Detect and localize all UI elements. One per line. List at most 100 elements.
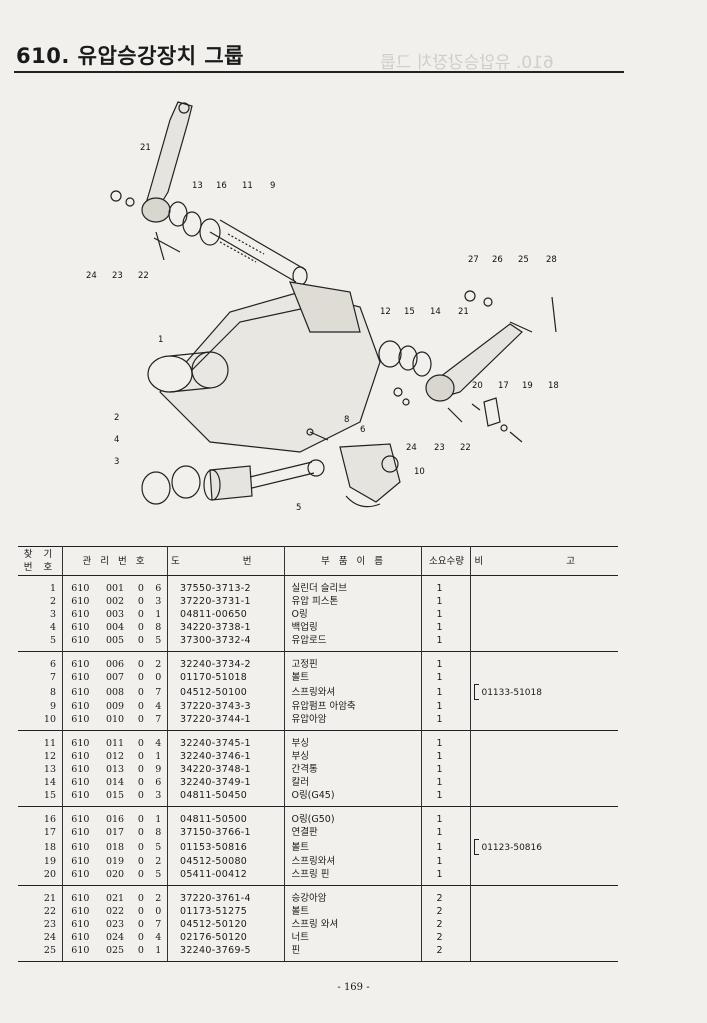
group-top-gap: [18, 885, 618, 892]
mgmt-c: 0: [137, 701, 144, 712]
svg-text:1: 1: [158, 335, 163, 345]
find-no: 7: [18, 671, 63, 684]
mgmt-a: 610: [71, 583, 90, 594]
svg-text:13: 13: [192, 181, 203, 191]
remarks-cell: [471, 737, 618, 750]
drawing-no: 34220-3738-1: [167, 621, 286, 634]
mgmt-b: 001: [105, 583, 125, 594]
remarks-cell: [471, 595, 618, 608]
parts-list-table: 찾 기 번 호 관 리 번 호 도 번 부 품 이 름 소요수량 비 고 1 61…: [18, 546, 618, 962]
svg-text:4: 4: [114, 435, 119, 445]
svg-text:24: 24: [86, 271, 97, 281]
mgmt-c: 0: [137, 945, 144, 956]
remarks-cell: [471, 776, 618, 789]
mgmt-c: 0: [137, 686, 144, 698]
mgmt-c: 0: [137, 596, 144, 607]
nut-27: [464, 290, 476, 302]
drawing-no: 04811-50500: [167, 813, 286, 826]
remarks-cell: [471, 634, 618, 647]
mgmt-d: 1: [149, 944, 168, 957]
mgmt-b: 006: [105, 659, 125, 670]
find-no: 3: [18, 608, 63, 621]
remark-text: 01133-51018: [481, 687, 542, 698]
remarks-cell: [471, 671, 618, 684]
mgmt-c: 0: [137, 841, 144, 853]
washer-23: [125, 197, 135, 207]
cylinder-sleeve-1: [147, 355, 193, 393]
drawing-no: 01173-51275: [167, 905, 286, 918]
group-separator: [18, 957, 618, 962]
mgmt-c: 0: [137, 622, 144, 633]
svg-text:24: 24: [406, 443, 417, 453]
mgmt-d: 2: [149, 892, 168, 905]
part-name: 볼트: [284, 839, 423, 855]
group-top-gap: [18, 651, 618, 658]
remarks-cell: [471, 789, 618, 802]
quantity: 1: [421, 826, 472, 839]
title-rule: [14, 71, 624, 73]
mgmt-b: 017: [105, 827, 125, 838]
piston-2: [209, 465, 253, 501]
remark-bracket: [474, 684, 480, 700]
mgmt-d: 5: [149, 868, 168, 881]
drawing-no: 32240-3745-1: [167, 737, 286, 750]
nut-24: [110, 190, 122, 202]
svg-text:23: 23: [434, 443, 445, 453]
o-ring-15: [398, 345, 418, 371]
remarks-cell: [471, 826, 618, 839]
svg-text:5: 5: [296, 503, 301, 513]
drawing-no: 37220-3744-1: [167, 713, 286, 726]
part-name: 부싱: [284, 737, 423, 750]
mgmt-c: 0: [137, 814, 144, 825]
mgmt-b: 021: [105, 893, 125, 904]
part-name: 볼트: [284, 905, 423, 918]
quantity: 1: [421, 582, 472, 595]
washer-26: [483, 297, 493, 307]
svg-text:22: 22: [460, 443, 471, 453]
remarks-cell: [471, 905, 618, 918]
quantity: 1: [421, 789, 472, 802]
mgmt-a: 610: [71, 609, 90, 620]
mgmt-d: 9: [149, 763, 168, 776]
page-title: 610. 유압승강장치 그룹: [16, 44, 244, 68]
find-no: 5: [18, 634, 63, 647]
remarks-cell: [471, 713, 618, 726]
svg-text:15: 15: [404, 307, 415, 317]
drawing-no: 01170-51018: [167, 671, 286, 684]
drawing-no: 32240-3749-1: [167, 776, 286, 789]
spring-pin-20: [471, 403, 481, 411]
mgmt-a: 610: [71, 869, 90, 880]
mgmt-b: 010: [105, 714, 125, 725]
part-name: 너트: [284, 931, 423, 944]
svg-text:27: 27: [468, 255, 479, 265]
mgmt-d: 4: [149, 700, 168, 713]
bleed-through-title: 610. 유압승강장치 그룹: [380, 53, 554, 73]
svg-text:6: 6: [360, 425, 365, 435]
mgmt-c: 0: [137, 827, 144, 838]
part-name: O링: [284, 608, 423, 621]
mgmt-d: 3: [149, 789, 168, 802]
find-no: 11: [18, 737, 63, 750]
quantity: 1: [421, 684, 472, 700]
mgmt-c: 0: [137, 609, 144, 620]
washer-19: [500, 424, 508, 432]
remarks-cell: [471, 621, 618, 634]
svg-text:16: 16: [216, 181, 227, 191]
part-name: 유압아암: [284, 713, 423, 726]
mgmt-a: 610: [71, 932, 90, 943]
table-header-row: 찾 기 번 호 관 리 번 호 도 번 부 품 이 름 소요수량 비 고: [18, 546, 618, 576]
mgmt-d: 2: [149, 658, 168, 671]
quantity: 1: [421, 839, 472, 855]
find-no: 13: [18, 763, 63, 776]
mgmt-b: 024: [105, 932, 125, 943]
mgmt-a: 610: [71, 856, 90, 867]
drawing-no: 32240-3746-1: [167, 750, 286, 763]
drawing-no: 34220-3748-1: [167, 763, 286, 776]
part-name: 연결판: [284, 826, 423, 839]
